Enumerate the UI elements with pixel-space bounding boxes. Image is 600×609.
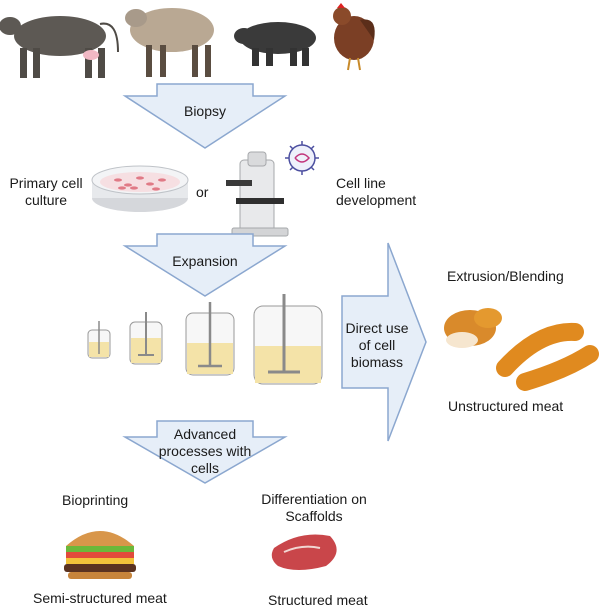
microscope-icon [226,151,289,237]
differentiation-label: Differentiation on Scaffolds [244,491,384,525]
bioprinting-label: Bioprinting [62,492,129,508]
direct-use-line-2: of cell [358,337,396,353]
steak-icon [271,534,337,570]
differentiation-line-2: Scaffolds [285,508,343,524]
expansion-arrow [122,233,288,297]
bioreactor-icon [129,312,163,365]
sheep-icon [125,8,214,77]
structured-meat-label: Structured meat [268,592,368,608]
direct-use-line-3: biomass [350,354,404,370]
cell-line-development-label: Cell line development [336,175,416,209]
or-label: or [196,184,209,200]
cell-line-development-line-2: development [336,192,417,208]
advanced-arrow [122,420,288,484]
cell-line-development-line-1: Cell line [336,175,386,191]
expansion-label: Expansion [172,253,238,269]
advanced-processes-line-3: cells [190,460,219,476]
biopsy-arrow [122,83,288,149]
direct-use-arrow [341,242,427,442]
primary-cell-culture-line-2: culture [24,192,68,208]
burger-icon [64,531,136,579]
unstructured-meat-label: Unstructured meat [448,398,564,414]
bioreactor-icon [185,302,235,376]
advanced-processes-label: Advanced processes with cells [155,426,255,477]
petri-dish-icon [91,165,189,212]
primary-cell-culture-label: Primary cell culture [2,175,90,209]
direct-use-line-1: Direct use [345,320,409,336]
chicken-icon [333,3,375,71]
nugget-icon [444,308,502,348]
pig-icon [234,22,316,66]
primary-cell-culture-line-1: Primary cell [9,175,83,191]
semi-structured-meat-label: Semi-structured meat [33,590,167,606]
virus-icon [285,141,319,175]
differentiation-line-1: Differentiation on [261,491,367,507]
biopsy-label: Biopsy [183,103,227,119]
extrusion-blending-label: Extrusion/Blending [447,268,564,284]
bioreactor-icon [253,294,323,385]
cow-icon [0,16,119,78]
direct-use-label: Direct use of cell biomass [342,320,412,371]
bioreactor-icon [87,321,111,359]
advanced-processes-line-1: Advanced [173,426,237,442]
sausage-icon [496,322,599,391]
advanced-processes-line-2: processes with [158,443,252,459]
